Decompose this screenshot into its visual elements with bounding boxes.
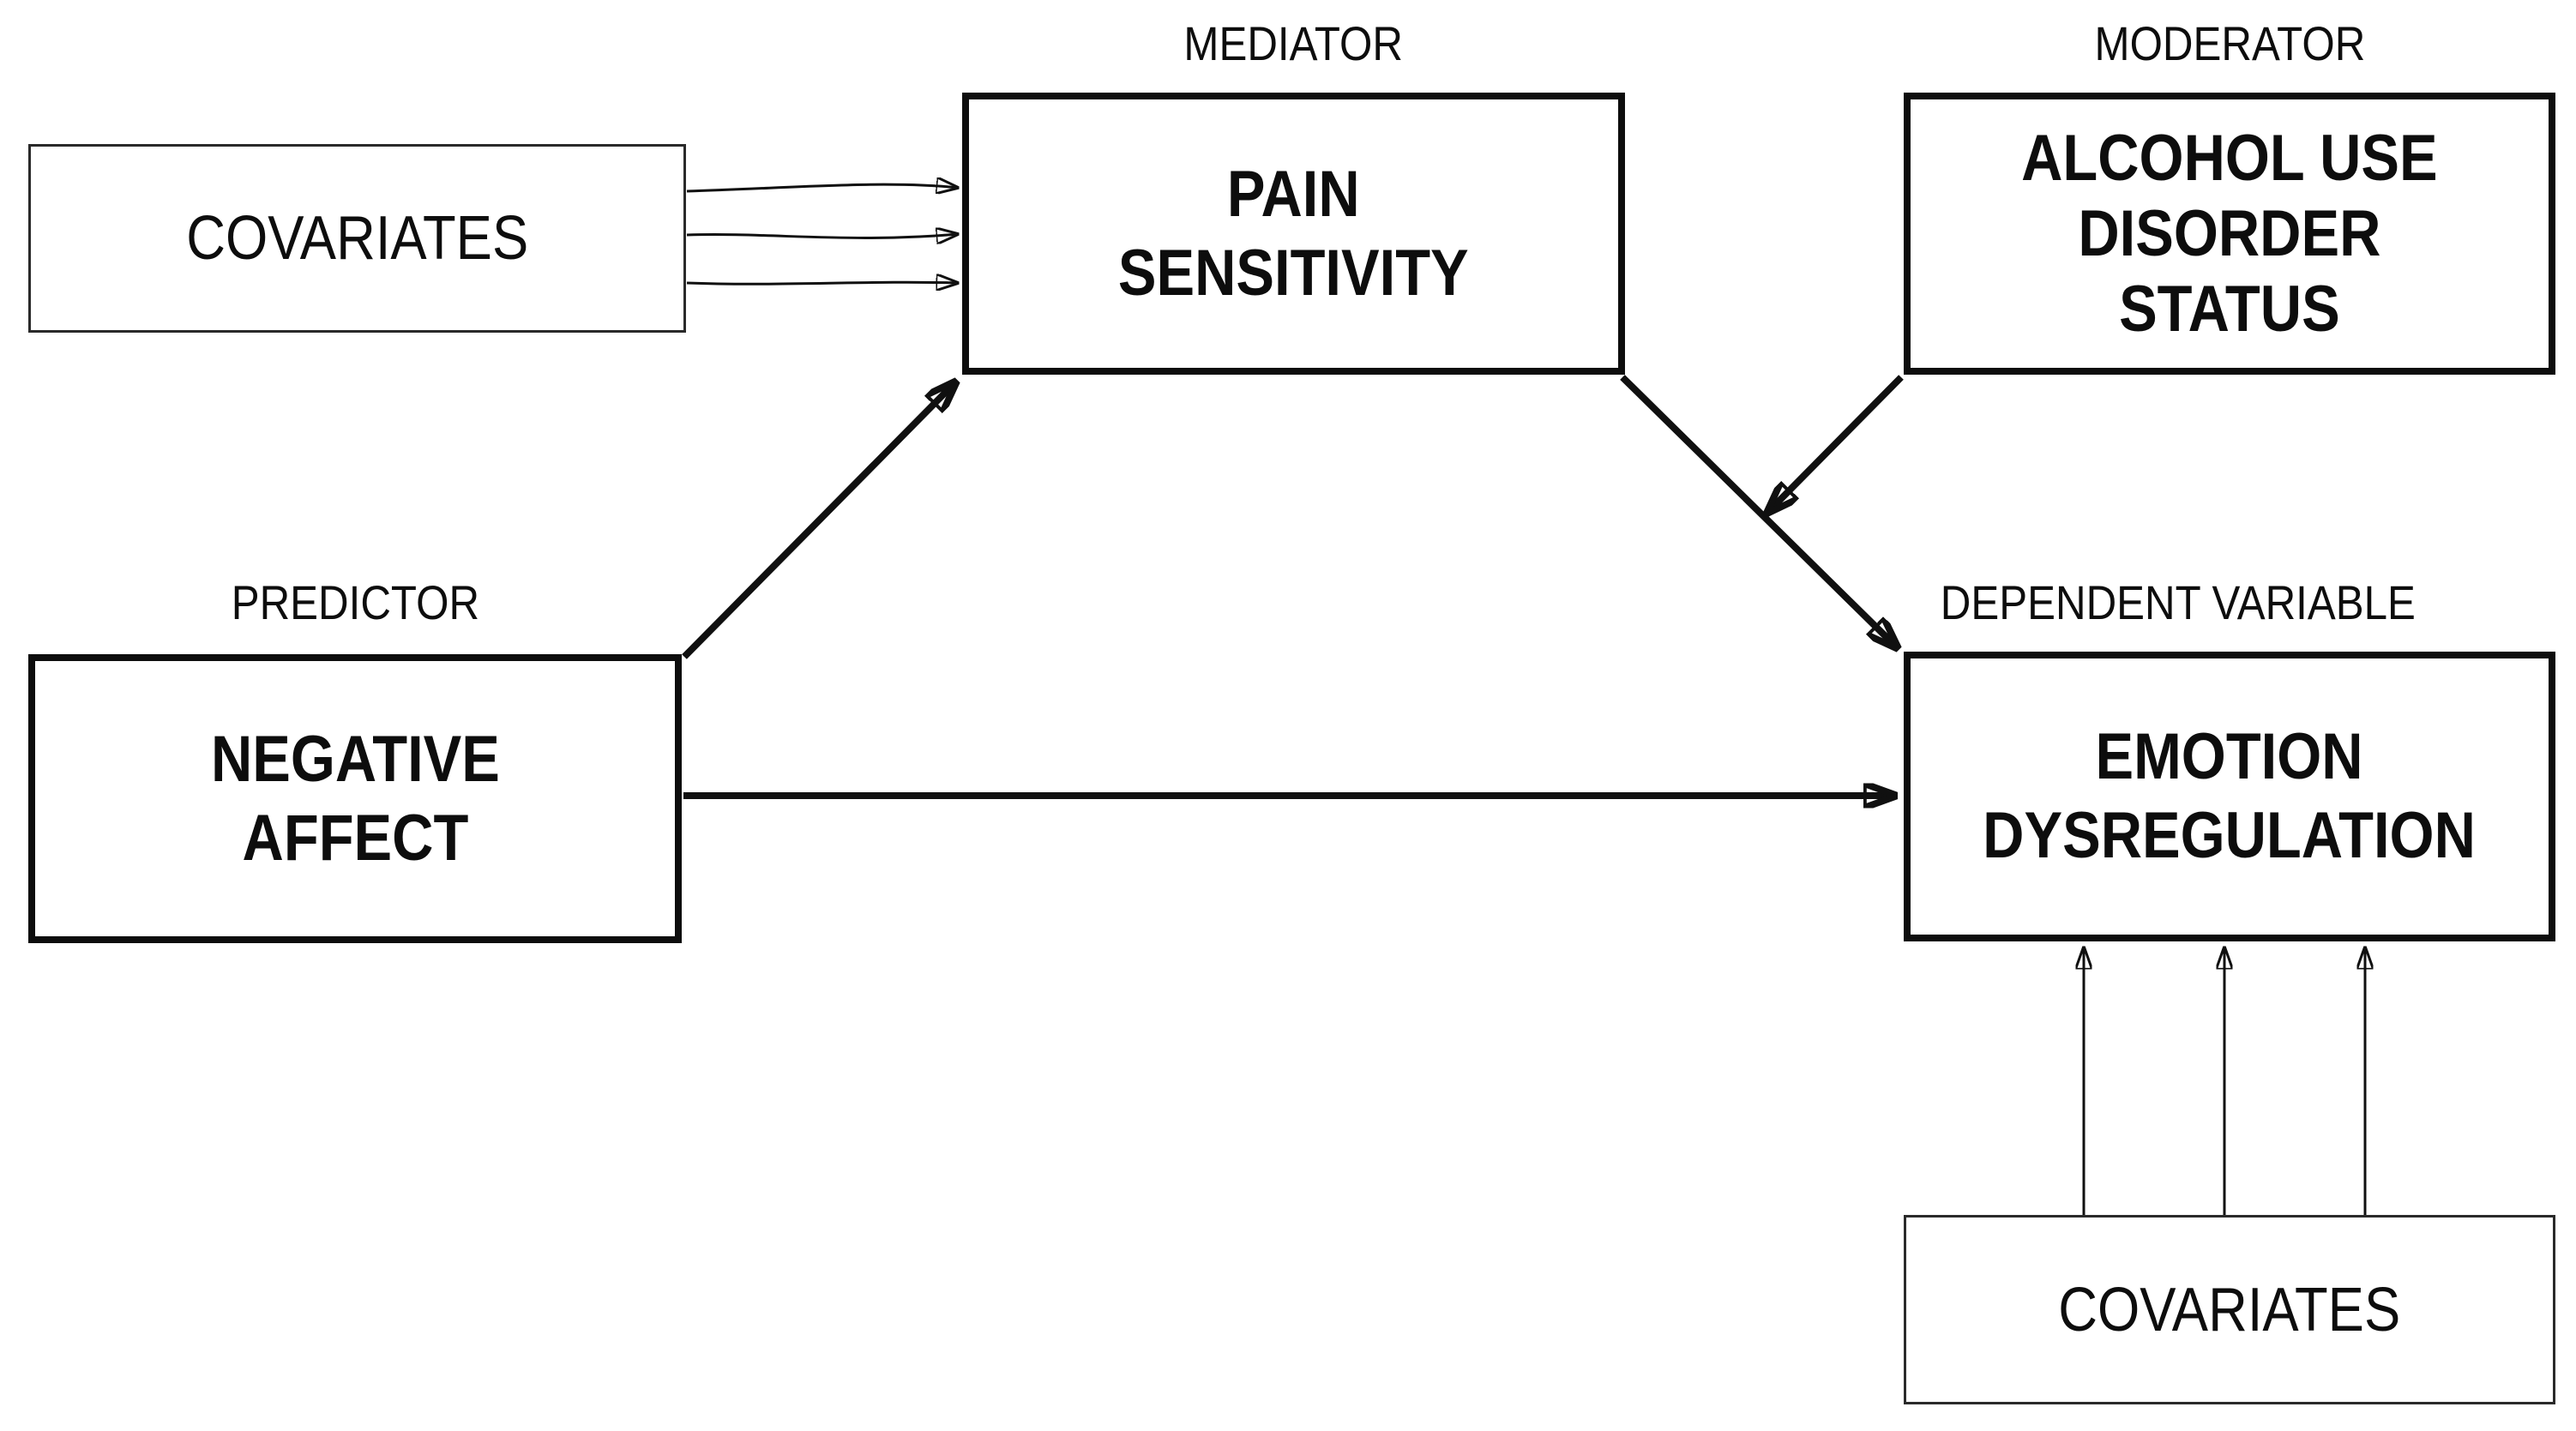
dependent-variable-role-label: DEPENDENT VARIABLE	[1940, 575, 2417, 629]
edge-covariates-top-to-mediator-3	[686, 282, 959, 284]
moderator-title-line1: ALCOHOL USE	[2021, 121, 2438, 195]
predictor-title: NEGATIVE AFFECT	[211, 720, 500, 878]
edge-predictor-to-mediator	[682, 381, 957, 659]
mediator-title-line1: PAIN	[1227, 157, 1360, 231]
mediator-role-label: MEDIATOR	[1183, 16, 1404, 70]
mediator-title: PAIN SENSITIVITY	[1118, 155, 1469, 313]
node-mediator-pain-sensitivity: PAIN SENSITIVITY	[962, 93, 1625, 375]
moderator-title-line3: STATUS	[2119, 272, 2340, 346]
node-predictor-negative-affect: NEGATIVE AFFECT	[28, 654, 682, 943]
node-moderator-alcohol-use-disorder-status: ALCOHOL USE DISORDER STATUS	[1904, 93, 2555, 375]
covariates-bottom-label: COVARIATES	[2058, 1275, 2401, 1344]
moderator-role-label: MODERATOR	[2094, 16, 2365, 70]
covariates-top-label: COVARIATES	[185, 204, 528, 273]
predictor-title-line1: NEGATIVE	[210, 722, 500, 796]
predictor-role-label: PREDICTOR	[231, 575, 479, 629]
moderator-title: ALCOHOL USE DISORDER STATUS	[2021, 121, 2438, 347]
node-covariates-bottom: COVARIATES	[1904, 1215, 2555, 1404]
dependent-title: EMOTION DYSREGULATION	[1983, 718, 2477, 875]
predictor-title-line2: AFFECT	[242, 801, 468, 875]
dependent-title-line1: EMOTION	[2095, 720, 2364, 793]
edge-covariates-top-to-mediator-2	[686, 234, 959, 238]
edge-moderator-to-mediation-path	[1766, 375, 1904, 514]
moderator-title-line2: DISORDER	[2078, 196, 2381, 270]
node-dependent-emotion-dysregulation: EMOTION DYSREGULATION	[1904, 652, 2555, 941]
dependent-title-line2: DYSREGULATION	[1983, 799, 2477, 872]
edge-covariates-top-to-mediator-1	[686, 184, 959, 191]
mediator-title-line2: SENSITIVITY	[1118, 236, 1469, 310]
node-covariates-top: COVARIATES	[28, 144, 686, 333]
